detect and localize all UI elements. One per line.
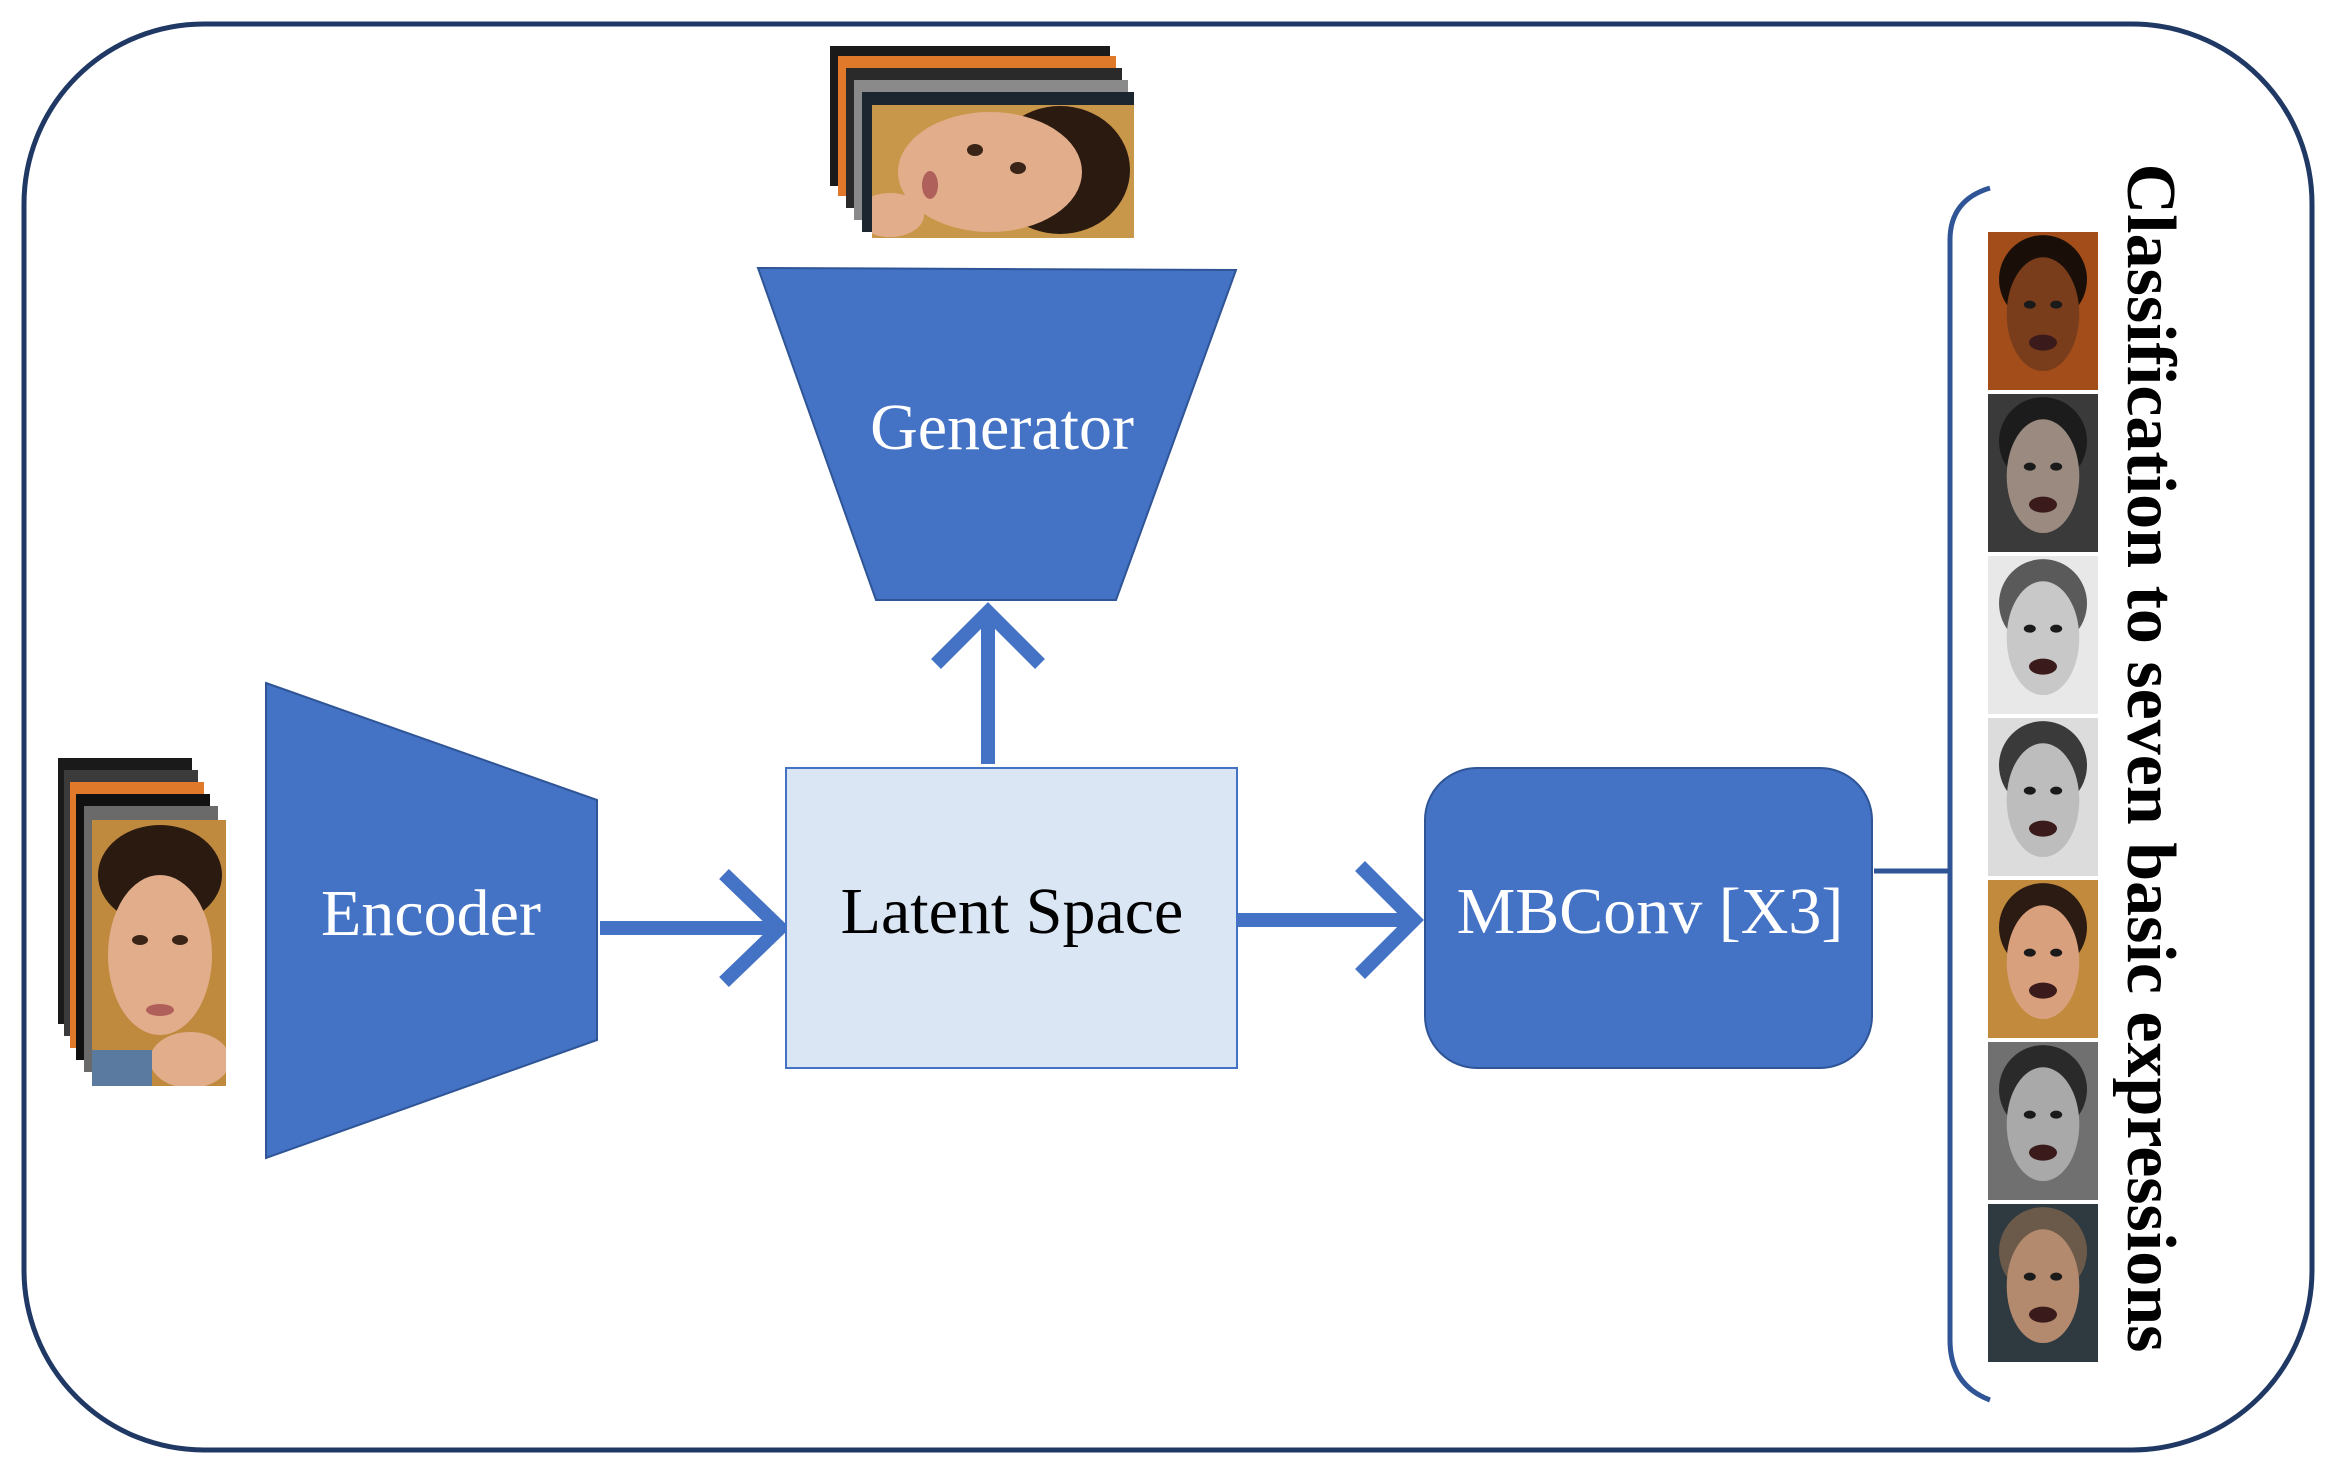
angry-face-photo xyxy=(1988,232,2098,390)
latent-space-block xyxy=(785,767,1238,1069)
input-image-stack xyxy=(58,758,226,1086)
generated-image-stack xyxy=(830,46,1134,238)
encoder-label: Encoder xyxy=(321,877,541,950)
outer-frame xyxy=(21,21,2315,1453)
fear-face-photo xyxy=(1988,556,2098,714)
mbconv-label: MBConv [X3] xyxy=(1457,875,1844,948)
input-face-photo xyxy=(92,820,226,1086)
arrow-latent-to-generator xyxy=(931,602,1045,764)
mbconv-block xyxy=(1424,767,1873,1069)
generated-face-photo xyxy=(872,105,1134,238)
neutral-face-photo xyxy=(1988,880,2098,1038)
disgust-face-photo xyxy=(1988,394,2098,552)
surprise-face-photo xyxy=(1988,1204,2098,1362)
expression-face-column xyxy=(1988,232,2098,1362)
output-classification-title: Classification to seven basic expression… xyxy=(2112,164,2189,1353)
encoder-block xyxy=(265,681,598,1160)
arrow-encoder-to-latent xyxy=(600,868,791,988)
happy-face-photo xyxy=(1988,718,2098,876)
output-bracket xyxy=(1947,185,1991,1403)
sad-face-photo xyxy=(1988,1042,2098,1200)
latent-space-label: Latent Space xyxy=(841,875,1184,948)
generator-label: Generator xyxy=(870,391,1134,464)
arrow-latent-to-mbconv xyxy=(1238,861,1424,979)
generator-block xyxy=(756,266,1238,601)
